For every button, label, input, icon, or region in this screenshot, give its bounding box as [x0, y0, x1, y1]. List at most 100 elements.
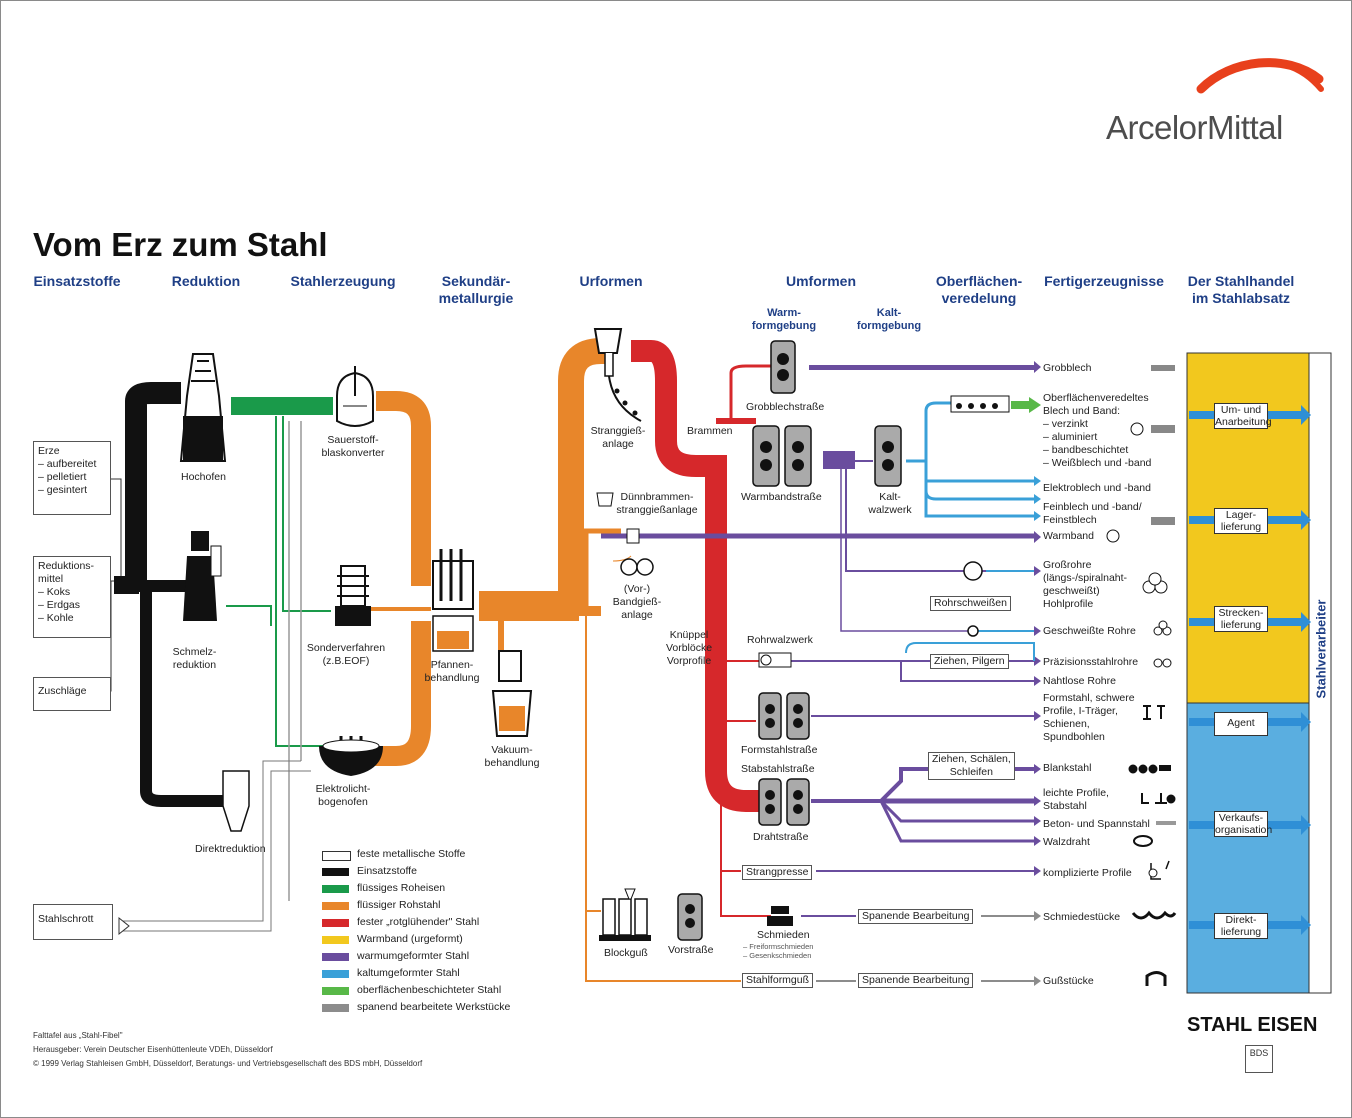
sonderverfahren-icon [335, 565, 371, 626]
product-praezisionsstahlrohre: Präzisionsstahlrohre [1043, 656, 1139, 668]
product-walzdraht: Walzdraht [1043, 836, 1090, 848]
grobblechstrasse-icon [770, 340, 796, 394]
product-beton-spannstahl: Beton- und Spannstahl [1043, 818, 1150, 830]
label-stahlformguss: Stahlformguß [742, 973, 814, 988]
header-einsatzstoffe: Einsatzstoffe [33, 273, 121, 289]
label-elektrolichtbogenofen: Elektrolicht-bogenofen [315, 783, 371, 808]
publisher-logo: STAHL EISEN [1187, 1014, 1318, 1036]
formstahlstrasse-icon [758, 692, 810, 740]
subheader-kaltformgebung: Kalt-formgebung [856, 307, 922, 332]
label-kaltwalzwerk: Kalt-walzwerk [868, 491, 912, 516]
product-schmiedestuecke: Schmiedestücke [1043, 911, 1121, 923]
page-title: Vom Erz zum Stahl [33, 226, 328, 263]
product-warmband: Warmband [1043, 530, 1094, 542]
label-rohrwalzwerk: Rohrwalzwerk [747, 634, 813, 646]
header-oberflaechenveredelung: Oberflächen-veredelung [935, 273, 1023, 306]
label-stahlverarbeiter: Stahlverarbeiter [1313, 599, 1329, 699]
header-umformen: Umformen [785, 273, 856, 289]
schmelzreduktion-icon [183, 531, 222, 621]
product-symbols [1106, 365, 1177, 986]
input-erze-box: Erze– aufbereitet– pelletiert– gesintert [33, 441, 111, 515]
label-stabstahlstrasse: Stabstahlstraße [741, 763, 815, 775]
sauerstoffblaskonverter-icon [336, 366, 374, 427]
label-bandgiessanlage: (Vor-)Bandgieß-anlage [612, 583, 662, 621]
geschweisst-circle-icon [967, 625, 979, 637]
product-komplizierte-profile: komplizierte Profile [1043, 867, 1132, 879]
product-nahtlose-rohre: Nahtlose Rohre [1043, 675, 1116, 687]
header-reduktion: Reduktion [171, 273, 241, 289]
label-rohrschweissen: Rohrschweißen [930, 596, 1011, 611]
rohrwalzwerk-icon [758, 652, 792, 668]
label-vakuumbehandlung: Vakuum-behandlung [484, 744, 540, 769]
subheader-warmformgebung: Warm-formgebung [751, 307, 817, 332]
label-direktreduktion: Direktreduktion [195, 843, 266, 855]
blockguss-icon [599, 888, 651, 941]
trade-agent: Agent [1214, 712, 1268, 736]
header-stahlerzeugung: Stahlerzeugung [290, 273, 396, 289]
header-sekundaermetallurgie: Sekundär-metallurgie [438, 273, 514, 306]
schmieden-icon [767, 906, 793, 926]
kaltwalz-coating-line-icon [950, 395, 1010, 413]
product-blankstahl: Blankstahl [1043, 762, 1092, 774]
flow-orange-sauerstoff [376, 391, 431, 586]
vorstrasse-icon [677, 893, 703, 941]
product-geschweisste-rohre: Geschweißte Rohre [1043, 625, 1136, 637]
flow-black-hochofen [125, 382, 181, 581]
label-vorstrasse: Vorstraße [668, 944, 714, 956]
input-reduktionsmittel-box: Reduktions-mittel– Koks– Erdgas– Kohle [33, 556, 111, 638]
label-schmieden: Schmieden [757, 929, 810, 941]
product-gussstuecke: Gußstücke [1043, 975, 1094, 987]
warmbandstrasse-icon [752, 425, 812, 487]
label-strangpresse: Strangpresse [742, 865, 813, 880]
label-grobblechstrasse: Grobblechstraße [746, 401, 825, 413]
trade-lagerlieferung: Lager-lieferung [1214, 508, 1268, 534]
arcelormittal-logo-arc-icon [1196, 58, 1324, 94]
direktreduktion-icon [222, 770, 250, 832]
label-stranggiessanlage: Stranggieß-anlage [590, 425, 646, 450]
trade-verkaufsorganisation: Verkaufs-organisation [1214, 811, 1273, 837]
hochofen-icon [179, 353, 227, 462]
footer-line-3: © 1999 Verlag Stahleisen GmbH, Düsseldor… [33, 1059, 423, 1068]
label-blockguss: Blockguß [604, 947, 648, 959]
label-duennbrammen: Dünnbrammen-stranggießanlage [616, 491, 698, 516]
flow-red-brammen [631, 340, 761, 812]
product-feinblech: Feinblech und -band/Feinstblech [1043, 501, 1142, 526]
label-schmieden-sub: – Freiformschmieden– Gesenkschmieden [743, 942, 814, 960]
publisher-bds: BDS [1245, 1045, 1273, 1073]
header-urformen: Urformen [579, 273, 643, 289]
flow-green-roheisen [231, 397, 333, 415]
label-spanende-bearbeitung-1: Spanende Bearbeitung [858, 909, 974, 924]
product-elektroblech: Elektroblech und -band [1043, 482, 1151, 494]
label-schmelzreduktion: Schmelz-reduktion [172, 646, 217, 671]
kaltwalzwerk-icon [874, 425, 902, 487]
label-sonderverfahren: Sonderverfahren(z.B.EOF) [306, 642, 386, 667]
elektrolichtbogenofen-icon [319, 736, 383, 776]
label-ziehen-pilgern: Ziehen, Pilgern [930, 654, 1009, 669]
product-leichte-profile: leichte Profile,Stabstahl [1043, 787, 1109, 812]
label-spanende-bearbeitung-2: Spanende Bearbeitung [858, 973, 974, 988]
product-grobblech: Grobblech [1043, 362, 1092, 374]
label-brammen: Brammen [687, 425, 733, 437]
drahtstrasse-icon [758, 778, 810, 826]
flow-orange-elektro [371, 621, 431, 766]
label-formstahlstrasse: Formstahlstraße [741, 744, 818, 756]
flow-black-direkt [140, 591, 226, 807]
pfannenbehandlung-icon [432, 549, 474, 652]
input-stahlschrott-box: Stahlschrott [33, 904, 113, 940]
stahlverarbeiter-bar [1308, 352, 1332, 994]
label-hochofen: Hochofen [181, 471, 226, 483]
trade-streckenlieferung: Strecken-lieferung [1214, 606, 1268, 632]
product-grossrohre: Großrohre(längs-/spiralnaht-geschweißt)H… [1043, 559, 1128, 610]
grossrohr-circle-icon [963, 561, 983, 581]
label-warmbandstrasse: Warmbandstraße [741, 491, 822, 503]
header-fertigerzeugnisse: Fertigerzeugnisse [1044, 273, 1164, 289]
label-ziehen-schaelen: Ziehen, Schälen,Schleifen [928, 752, 1015, 780]
trade-direktlieferung: Direkt-lieferung [1214, 913, 1268, 939]
brand-name: ArcelorMittal [1106, 109, 1283, 146]
